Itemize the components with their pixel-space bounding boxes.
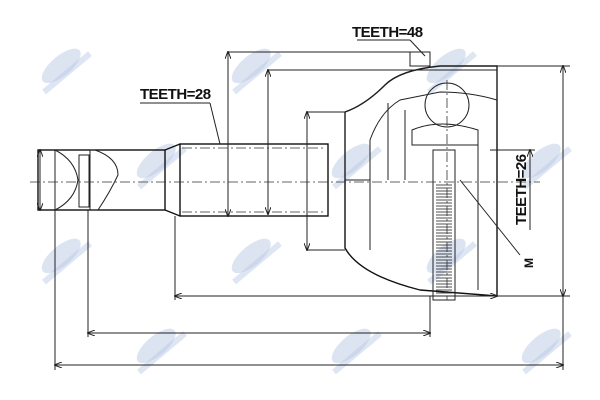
splined-shaft [179,143,329,217]
watermark-logo [136,328,187,375]
outer-bell-housing [344,51,521,301]
watermark-logo [136,143,187,190]
watermark-logo [231,48,282,95]
marker-m-label: M [522,258,536,268]
teeth-28-label: TEETH=28 [140,86,211,103]
watermark-logo [41,48,92,95]
watermark-logo [41,238,92,285]
teeth-48-label: TEETH=48 [352,24,423,41]
watermark-logo [521,143,572,190]
watermark-logo [426,238,477,285]
teeth-26-label: TEETH=26 [513,154,530,225]
dimension-lines [40,39,570,370]
watermark-logo [331,328,382,375]
watermark-layer [41,48,572,375]
watermark-logo [331,143,382,190]
watermark-logo [231,238,282,285]
